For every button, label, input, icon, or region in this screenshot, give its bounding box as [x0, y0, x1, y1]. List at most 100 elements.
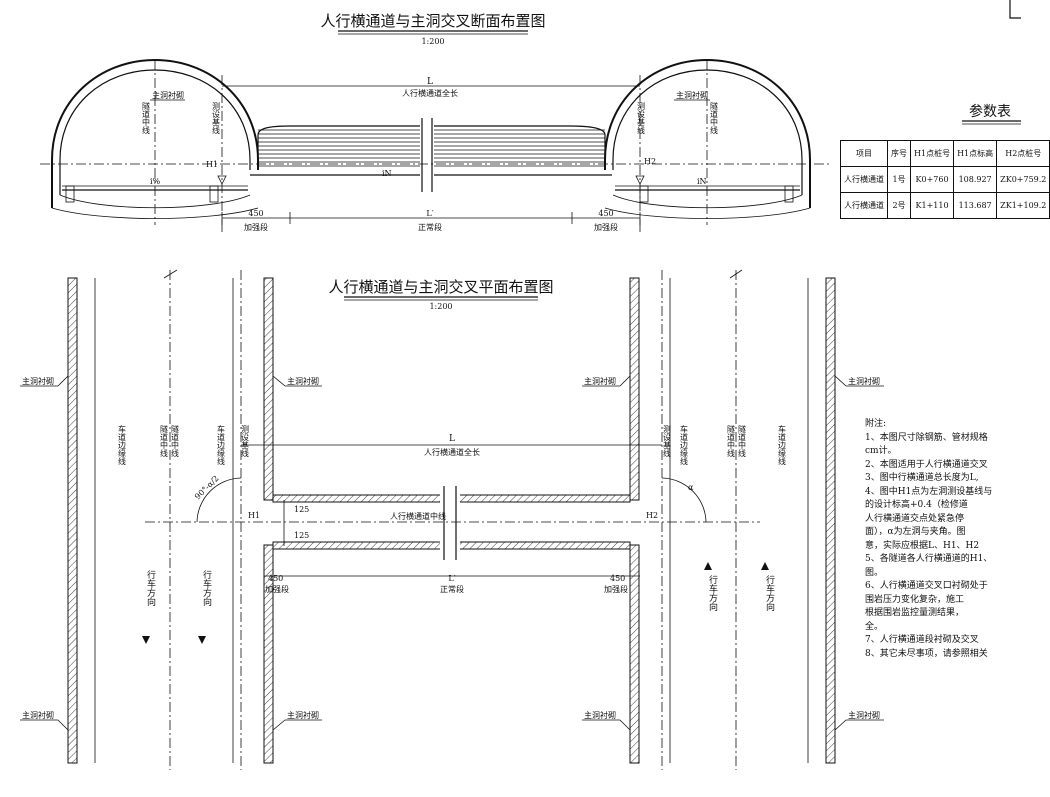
notes-heading: 附注: [865, 419, 887, 429]
table-row: 人行横通道 1号 K0+760 108.927 ZK0+759.2 [840, 166, 1050, 193]
frame-corner [1009, 0, 1021, 19]
svg-text:隧道中线: 隧道中线 [710, 101, 719, 134]
svg-text:H1: H1 [206, 160, 218, 169]
svg-text:主洞衬砌: 主洞衬砌 [22, 376, 54, 386]
svg-text:H1: H1 [248, 511, 260, 520]
svg-text:隧道中线: 隧道中线 [727, 424, 736, 457]
svg-text:车道边缘线: 车道边缘线 [217, 424, 226, 465]
param-table: 项目 序号 H1点桩号 H1点标高 H2点桩号 人行横通道 1号 K0+760 … [840, 140, 1050, 219]
note-line: 面），α为左洞与夹角。图 [865, 527, 966, 537]
note-line: 的设计标高+0.4（检修道 [865, 500, 968, 510]
svg-text:加强段: 加强段 [594, 222, 618, 232]
svg-text:加强段: 加强段 [604, 584, 628, 594]
section-scale: 1:200 [421, 37, 444, 46]
svg-text:L: L [427, 77, 433, 87]
svg-text:测设基线: 测设基线 [241, 425, 250, 457]
svg-text:450: 450 [610, 574, 625, 583]
svg-text:125: 125 [294, 505, 309, 514]
drawing-canvas: 人行横通道与主洞交叉断面布置图 1:200 人行横通道与主洞交叉平面布置图 1:… [20, 0, 1021, 770]
svg-text:正常段: 正常段 [418, 222, 442, 232]
svg-text:正常段: 正常段 [440, 584, 464, 594]
left-wall-outer [67, 277, 78, 764]
header-cell: 序号 [887, 140, 911, 167]
note-line: 3、图中行横通道总长度为L, [865, 473, 979, 483]
table-cell: 人行横通道 [840, 192, 888, 219]
svg-text:主洞衬砌: 主洞衬砌 [287, 376, 319, 386]
svg-text:i%: i% [150, 177, 161, 186]
section-title: 人行横通道与主洞交叉断面布置图 [320, 12, 545, 30]
svg-text:加强段: 加强段 [244, 222, 268, 232]
svg-text:车道边缘线: 车道边缘线 [778, 424, 787, 465]
table-cell: 113.687 [953, 192, 998, 219]
table-cell: 1号 [887, 166, 911, 193]
svg-text:α: α [688, 483, 694, 492]
note-line: 6、人行横通道交叉口衬砌处于 [865, 581, 988, 591]
table-row: 人行横通道 2号 K1+110 113.687 ZK1+109.2 [840, 192, 1050, 219]
svg-text:车道边缘线: 车道边缘线 [680, 424, 689, 465]
svg-text:隧道中线: 隧道中线 [171, 424, 180, 457]
table-cell: 人行横通道 [840, 166, 888, 193]
cross-section: L 人行横通道全长 450 L′ 450 加强段 正常段 加强段 主洞衬砌 主洞… [40, 58, 830, 232]
svg-text:H2: H2 [644, 157, 656, 166]
header-cell: H1点桩号 [909, 140, 955, 167]
svg-text:450: 450 [268, 574, 283, 583]
note-line: 8、其它未尽事项，请参照相关 [865, 648, 988, 659]
svg-text:车道边缘线: 车道边缘线 [118, 424, 127, 465]
note-line: 图。 [865, 567, 884, 578]
svg-text:主洞衬砌: 主洞衬砌 [584, 710, 616, 720]
table-cell: ZK0+759.2 [996, 166, 1050, 193]
svg-text:人行横通道全长: 人行横通道全长 [402, 88, 458, 98]
svg-text:450: 450 [248, 209, 263, 218]
table-cell: K1+110 [909, 192, 955, 219]
svg-text:iN: iN [697, 177, 707, 186]
svg-text:450: 450 [598, 209, 613, 218]
note-line: 围岩压力变化复杂，施工 [865, 594, 965, 605]
note-line: 4、图中H1点为左洞测设基线与 [865, 486, 993, 497]
note-line: 根据围岩监控量测结果， [865, 608, 965, 618]
table-cell: 2号 [887, 192, 911, 219]
svg-text:隧道中线: 隧道中线 [142, 101, 151, 134]
svg-text:行车方向: 行车方向 [201, 569, 212, 606]
svg-text:隧道中线: 隧道中线 [160, 424, 169, 457]
note-line: 7、人行横通道段衬砌及交叉 [865, 635, 979, 645]
svg-text:主洞衬砌: 主洞衬砌 [848, 376, 880, 386]
svg-text:加强段: 加强段 [265, 584, 289, 594]
right-wall-outer [825, 277, 836, 764]
svg-text:主洞衬砌: 主洞衬砌 [584, 376, 616, 386]
plan-view: L 人行横通道全长 人行横通道中线 H1 H2 125 125 450 L′ 4… [20, 269, 884, 770]
svg-text:测设基线: 测设基线 [637, 102, 646, 134]
section-title-block: 人行横通道与主洞交叉断面布置图 1:200 [320, 12, 545, 46]
svg-text:主洞衬砌: 主洞衬砌 [22, 710, 54, 720]
table-cell: 108.927 [953, 166, 998, 193]
note-line: cm计。 [865, 446, 897, 456]
plan-scale: 1:200 [429, 302, 452, 311]
svg-text:L: L [449, 434, 455, 444]
svg-text:行车方向: 行车方向 [707, 574, 718, 611]
svg-text:主洞衬砌: 主洞衬砌 [848, 710, 880, 720]
header-cell: H1点标高 [953, 140, 998, 167]
table-header-row: 项目 序号 H1点桩号 H1点标高 H2点桩号 [840, 140, 1050, 167]
plan-title-block: 人行横通道与主洞交叉平面布置图 1:200 [328, 278, 553, 311]
header-cell: 项目 [840, 140, 888, 167]
note-line: 2、本图适用于人行横通道交叉 [865, 459, 988, 470]
svg-text:人行横通道中线: 人行横通道中线 [390, 511, 446, 521]
drawing-sheet: 人行横通道与主洞交叉断面布置图 1:200 人行横通道与主洞交叉平面布置图 1:… [20, 0, 1050, 770]
svg-text:125: 125 [294, 531, 309, 540]
svg-text:隧道中线: 隧道中线 [738, 424, 747, 457]
table-cell: ZK1+109.2 [996, 192, 1050, 219]
svg-text:人行横通道全长: 人行横通道全长 [424, 447, 480, 457]
svg-text:主洞衬砌: 主洞衬砌 [152, 90, 184, 100]
svg-text:H2: H2 [646, 511, 658, 520]
svg-text:L′: L′ [426, 209, 433, 218]
notes-block: 附注: 1、本图尺寸除钢筋、管材规格 cm计。 2、本图适用于人行横通道交叉 3… [865, 418, 1025, 661]
note-line: 5、各隧道各人行横通道的H1、 [865, 554, 993, 564]
note-line: 人行横通道交点处紧急停 [865, 513, 965, 524]
svg-text:行车方向: 行车方向 [145, 569, 156, 606]
header-cell: H2点桩号 [996, 140, 1050, 167]
svg-text:主洞衬砌: 主洞衬砌 [676, 90, 708, 100]
param-title: 参数表 [969, 103, 1011, 120]
note-line: 1、本图尺寸除钢筋、管材规格 [865, 432, 988, 443]
note-line: 意，实际应根据L、H1、H2 [865, 540, 980, 551]
svg-text:90°-α/2: 90°-α/2 [193, 474, 221, 502]
svg-text:测设基线: 测设基线 [663, 425, 672, 457]
